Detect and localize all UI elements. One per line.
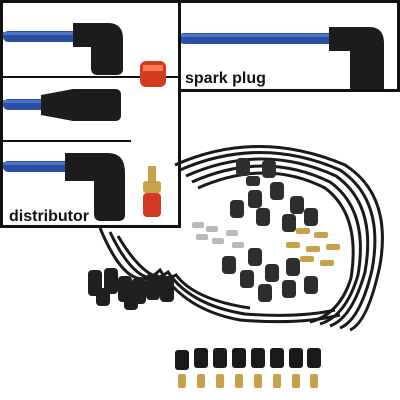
boot-terminal-illustration — [3, 23, 178, 221]
spark-plug-panel: spark plug — [176, 0, 400, 92]
boot-terminal-panel: distributor — [0, 0, 181, 228]
spark-plug-boots-lower — [222, 248, 318, 302]
distributor-label: distributor — [9, 208, 89, 225]
bottom-boot-row — [175, 348, 321, 388]
silver-terminal-clips — [192, 222, 244, 248]
spark-plug-boots-upper — [230, 158, 318, 232]
spark-plug-boot-illustration — [179, 27, 384, 89]
brass-terminal-clips — [286, 228, 340, 266]
distributor-boots — [88, 268, 174, 310]
spark-plug-label: spark plug — [185, 70, 266, 87]
